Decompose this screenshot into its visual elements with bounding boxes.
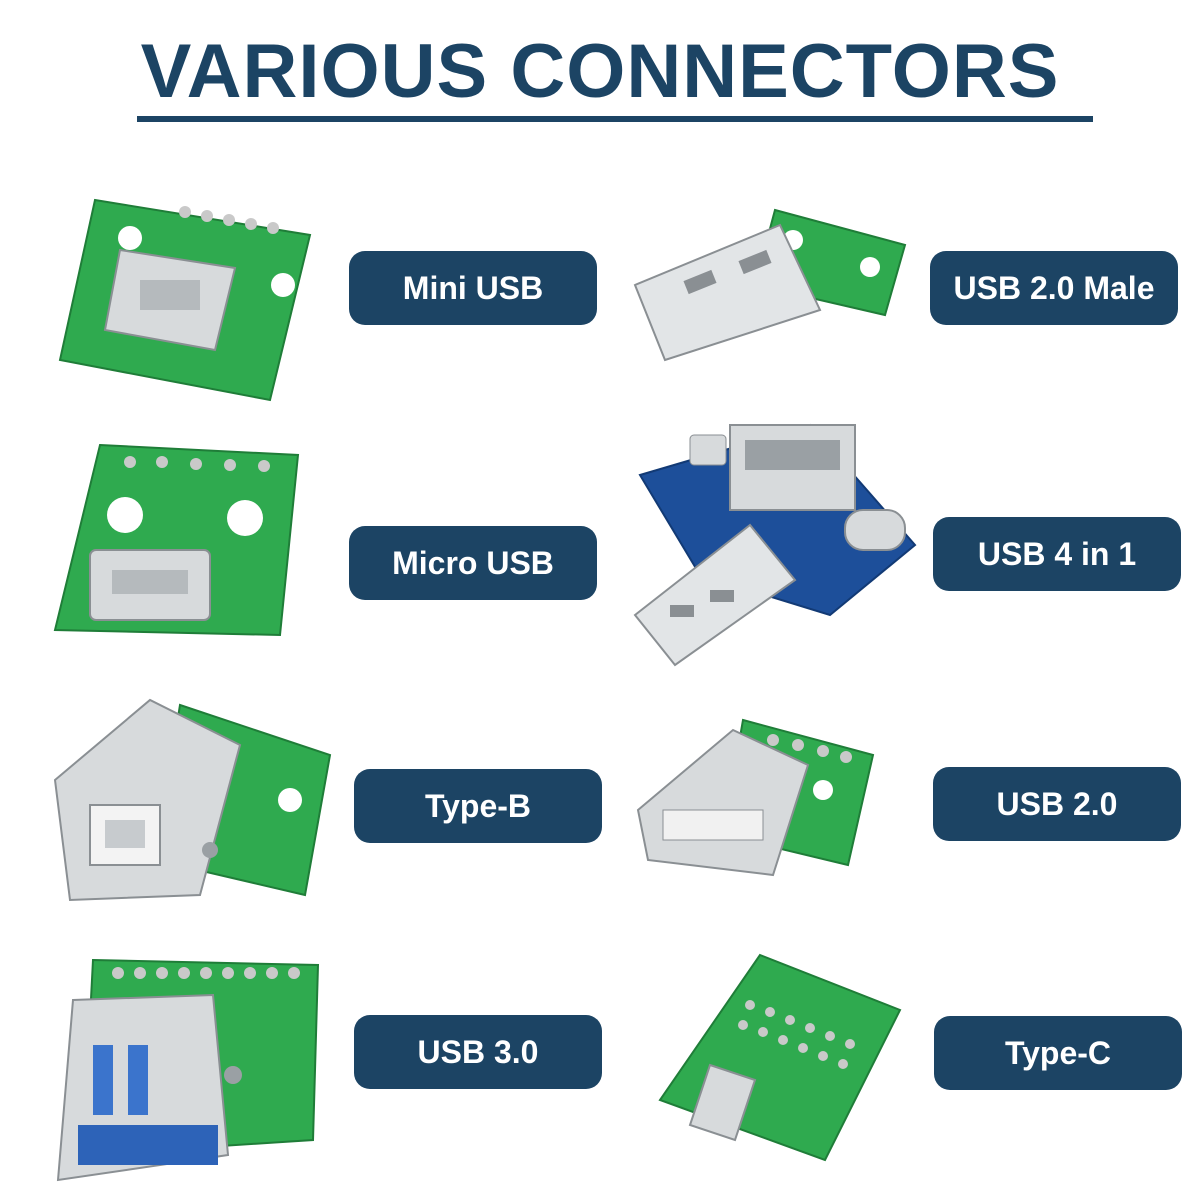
micro-usb-label: Micro USB <box>349 526 597 600</box>
mini-usb-label: Mini USB <box>349 251 597 325</box>
usb-2-male-board-image <box>630 205 910 365</box>
usb-4-in-1-label: USB 4 in 1 <box>933 517 1181 591</box>
type-b-label: Type-B <box>354 769 602 843</box>
usb-2-label: USB 2.0 <box>933 767 1181 841</box>
mini-usb-board-image <box>55 190 315 405</box>
type-c-label: Type-C <box>934 1016 1182 1090</box>
micro-usb-board-image <box>50 440 300 640</box>
usb-3-label: USB 3.0 <box>354 1015 602 1089</box>
usb-2-female-board-image <box>633 715 878 885</box>
type-c-board-image <box>655 950 905 1165</box>
usb-3-board-image <box>48 955 323 1185</box>
page-title: VARIOUS CONNECTORS <box>140 29 1060 114</box>
title-underline <box>137 116 1093 122</box>
usb-2-male-label: USB 2.0 Male <box>930 251 1178 325</box>
usb-4-in-1-board-image <box>630 415 920 675</box>
type-b-board-image <box>50 695 335 910</box>
